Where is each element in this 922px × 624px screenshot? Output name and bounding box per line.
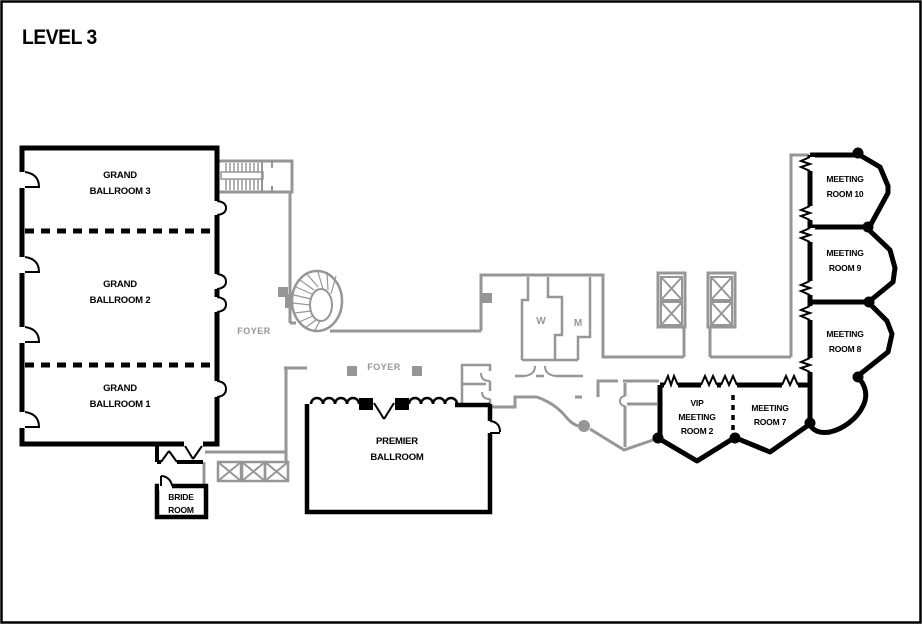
meeting-rooms-8-9-10 bbox=[652, 147, 898, 444]
door-swing-icon bbox=[798, 156, 814, 373]
premier-ballroom-label-line2: BALLROOM bbox=[370, 452, 424, 463]
elevator-icon bbox=[710, 301, 733, 326]
grand-ballroom-3-label-line1: GRAND bbox=[103, 170, 137, 181]
elevator-icon bbox=[710, 276, 733, 301]
door-swing-icon bbox=[373, 402, 395, 420]
column-marker bbox=[412, 366, 422, 376]
meeting-room-10-label-line2: ROOM 10 bbox=[827, 189, 864, 199]
elevator-icon bbox=[660, 276, 683, 301]
restroom-men-label: M bbox=[574, 318, 582, 329]
restrooms bbox=[515, 277, 592, 378]
elevator-icon bbox=[263, 460, 290, 483]
foyer-central-label: FOYER bbox=[367, 362, 401, 372]
meeting-room-8-label-line2: ROOM 8 bbox=[829, 344, 862, 354]
vip-meeting-room-2-label-line3: ROOM 2 bbox=[681, 426, 714, 436]
column-marker bbox=[347, 366, 357, 376]
foyer-west-label: FOYER bbox=[237, 326, 271, 336]
elevator-icon bbox=[660, 301, 683, 326]
bride-room-label-line1: BRIDE bbox=[168, 492, 194, 502]
door-swing-icon bbox=[24, 171, 41, 428]
column-marker bbox=[278, 287, 288, 297]
bride-room-corridor bbox=[155, 444, 203, 464]
operable-wall-divider bbox=[309, 396, 459, 405]
restroom-women-label: W bbox=[536, 316, 546, 327]
door-swing-icon bbox=[160, 450, 178, 463]
elevator-bank bbox=[656, 271, 737, 357]
back-of-house-structures bbox=[202, 153, 809, 487]
meeting-room-8-label-line1: MEETING bbox=[826, 329, 864, 339]
door-swing-icon bbox=[184, 445, 203, 460]
service-corridor bbox=[202, 366, 307, 487]
column-marker bbox=[481, 293, 492, 303]
door-swing-icon bbox=[663, 373, 799, 389]
vip-meeting-room-2-label-line2: MEETING bbox=[678, 412, 716, 422]
vip-meeting-room-2-label-line1: VIP bbox=[690, 398, 704, 408]
meeting-room-9-label-line1: MEETING bbox=[826, 248, 864, 258]
meeting-room-9-label-line2: ROOM 9 bbox=[829, 263, 862, 273]
grand-ballroom-3-label-line2: BALLROOM 3 bbox=[90, 186, 151, 197]
grand-ballroom-2-label-line2: BALLROOM 2 bbox=[90, 295, 151, 306]
door-swing-icon bbox=[489, 420, 501, 434]
grand-ballroom-1-label-line2: BALLROOM 1 bbox=[90, 399, 152, 410]
door-swing-icon bbox=[160, 474, 173, 487]
central-corridor-walls bbox=[330, 153, 809, 359]
bride-room bbox=[154, 474, 209, 520]
storage-rooms bbox=[460, 363, 492, 405]
meeting-room-7-label-line2: ROOM 7 bbox=[754, 417, 787, 427]
door-swing-icon bbox=[216, 200, 227, 398]
vip-meeting-rooms bbox=[656, 373, 812, 464]
page-title: LEVEL 3 bbox=[22, 26, 97, 49]
grand-ballroom-1-label-line1: GRAND bbox=[103, 383, 137, 394]
south-corridor-walls bbox=[492, 379, 659, 452]
bride-room-label-line2: ROOM bbox=[168, 505, 194, 515]
grand-ballrooms bbox=[17, 145, 227, 460]
column-marker bbox=[578, 420, 590, 432]
premier-ballroom bbox=[304, 396, 501, 515]
column-marker bbox=[652, 147, 875, 444]
premier-ballroom-label-line1: PREMIER bbox=[376, 436, 418, 447]
grand-ballroom-2-label-line1: GRAND bbox=[103, 279, 137, 290]
meeting-room-7-label-line1: MEETING bbox=[751, 403, 789, 413]
spiral-staircase-icon bbox=[285, 269, 344, 333]
meeting-room-10-label-line1: MEETING bbox=[826, 174, 864, 184]
